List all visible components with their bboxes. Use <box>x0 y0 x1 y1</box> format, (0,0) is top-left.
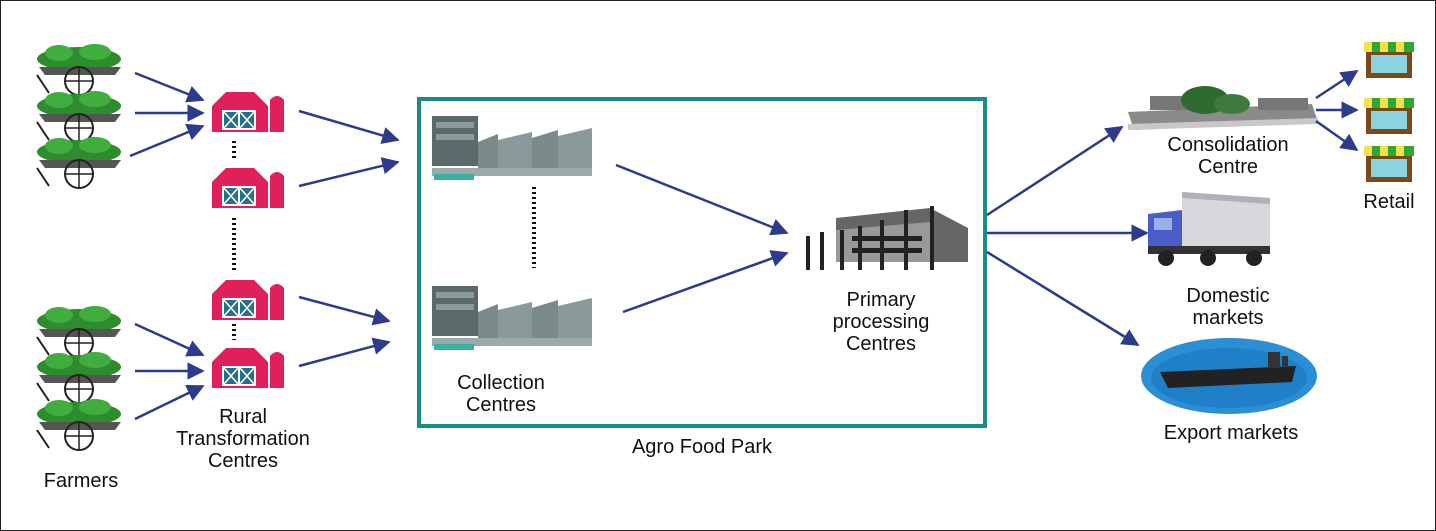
arrow <box>615 163 789 236</box>
label-collection-centres: Collection Centres <box>457 372 545 416</box>
label-export-markets: Export markets <box>1163 422 1299 444</box>
ellipsis-connector <box>232 141 536 340</box>
label-consolidation-centre: Consolidation Centre <box>1167 134 1289 178</box>
arrow <box>298 337 391 368</box>
ship-icon <box>1141 338 1317 414</box>
arrow <box>298 295 391 326</box>
arrow <box>129 123 205 158</box>
truck-icon <box>1148 192 1270 266</box>
vegetable-cart-icon <box>36 305 122 451</box>
arrow <box>134 322 205 357</box>
arrow <box>298 157 400 188</box>
arrow <box>298 109 400 144</box>
arrow <box>986 125 1124 217</box>
arrow <box>134 384 205 421</box>
arrow <box>134 71 205 103</box>
label-farmers: Farmers <box>43 470 119 492</box>
flow-arrows <box>129 69 1359 421</box>
barn-silo-icon <box>211 91 285 389</box>
arrow <box>1315 69 1359 100</box>
label-rural-transformation-centres: Rural Transformation Centres <box>176 406 310 472</box>
factory-icon <box>806 206 968 270</box>
vegetable-cart-icon <box>36 43 122 189</box>
store-awning-icon <box>1364 42 1414 182</box>
agro-food-park-box <box>417 97 987 428</box>
label-agro-food-park: Agro Food Park <box>631 436 773 458</box>
campus-building-icon <box>1128 86 1318 130</box>
arrow <box>622 250 789 314</box>
label-retail: Retail <box>1363 191 1415 213</box>
label-primary-processing-centres: Primary processing Centres <box>832 289 930 355</box>
warehouse-icon <box>432 116 592 350</box>
label-domestic-markets: Domestic markets <box>1186 285 1270 329</box>
arrow <box>986 250 1140 347</box>
arrow <box>1315 119 1359 152</box>
